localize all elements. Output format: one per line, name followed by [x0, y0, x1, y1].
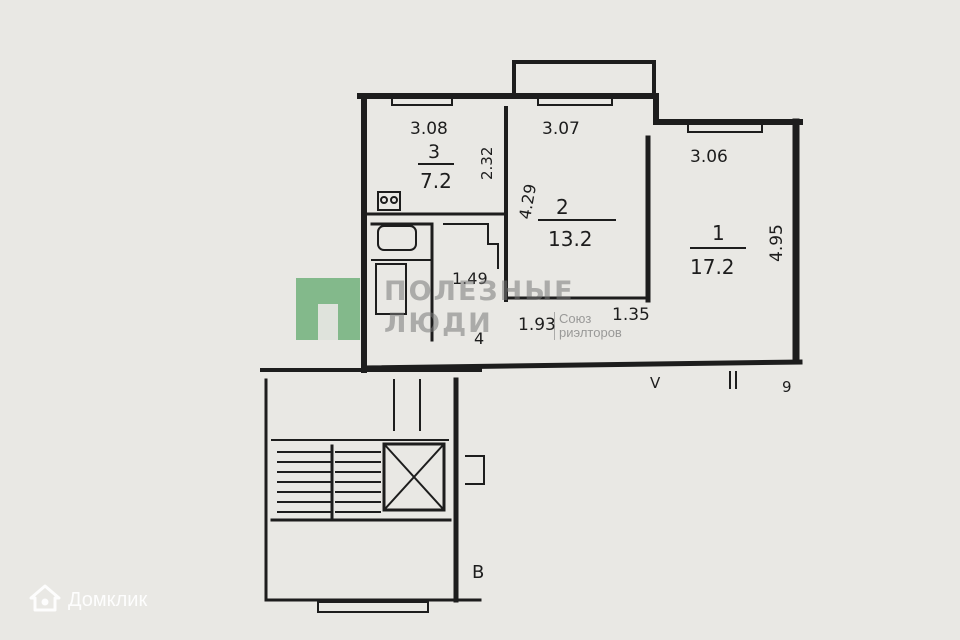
- walls: [260, 60, 803, 613]
- axis-mark-v: V: [650, 374, 661, 392]
- agency-logo-watermark: ПОЛЕЗНЫЕ ЛЮДИ Союз риэлторов: [296, 276, 656, 346]
- logo-line1: ПОЛЕЗНЫЕ: [384, 276, 575, 307]
- plan-labels: 3.08 3.07 3.06 3 7.2 2.32 4.29 2 13.2 1 …: [410, 119, 792, 583]
- house-icon: [28, 583, 62, 618]
- brand-name: Домклик: [68, 589, 148, 611]
- logo-line2: ЛЮДИ: [384, 308, 493, 339]
- room1-area: 17.2: [690, 255, 735, 279]
- stair-mark: В: [472, 562, 484, 583]
- dim-hall-depth: 4: [474, 329, 484, 348]
- room3-number: 3: [428, 141, 440, 163]
- logo-sub2: риэлторов: [554, 326, 622, 340]
- dim-room1-depth: 4.95: [767, 224, 787, 262]
- room2-area: 13.2: [548, 227, 593, 251]
- logo-mark: [296, 278, 360, 340]
- dim-top-left: 3.08: [410, 119, 448, 139]
- logo-sub1: Союз: [554, 312, 591, 326]
- room2-number: 2: [556, 195, 569, 219]
- axis-mark-9: 9: [782, 378, 792, 396]
- room1-number: 1: [712, 221, 725, 245]
- dim-room2-depth: 4.29: [515, 182, 540, 220]
- dim-top-middle: 3.07: [542, 119, 580, 139]
- dim-top-right: 3.06: [690, 147, 728, 167]
- dim-corridor-b: 1.35: [612, 305, 650, 325]
- brand-watermark: Домклик: [28, 583, 147, 618]
- dim-room3-depth: 2.32: [478, 147, 496, 180]
- dim-corridor-a: 1.93: [518, 315, 556, 335]
- room3-area: 7.2: [420, 169, 452, 193]
- dim-hall-width: 1.49: [452, 269, 488, 288]
